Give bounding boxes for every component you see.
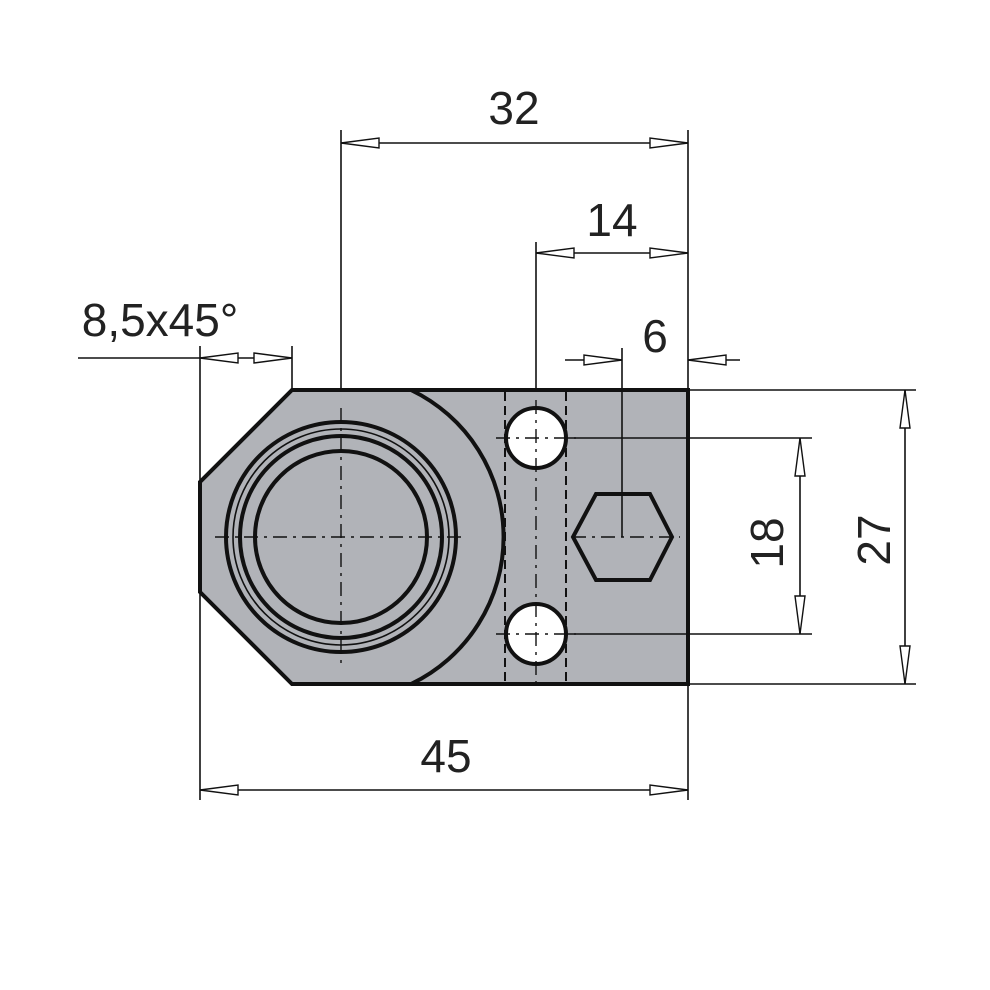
extension-lines: [199, 130, 916, 800]
dim-27: 27: [848, 514, 900, 565]
dimension-arrows: [199, 137, 911, 796]
dim-6: 6: [642, 310, 668, 362]
dim-32: 32: [488, 82, 539, 134]
dim-chamfer: 8,5x45°: [82, 294, 239, 346]
dim-45: 45: [420, 730, 471, 782]
boss-arc: [410, 388, 506, 686]
dim-14: 14: [586, 194, 637, 246]
center-lines: [215, 400, 680, 690]
dim-18: 18: [741, 517, 793, 568]
